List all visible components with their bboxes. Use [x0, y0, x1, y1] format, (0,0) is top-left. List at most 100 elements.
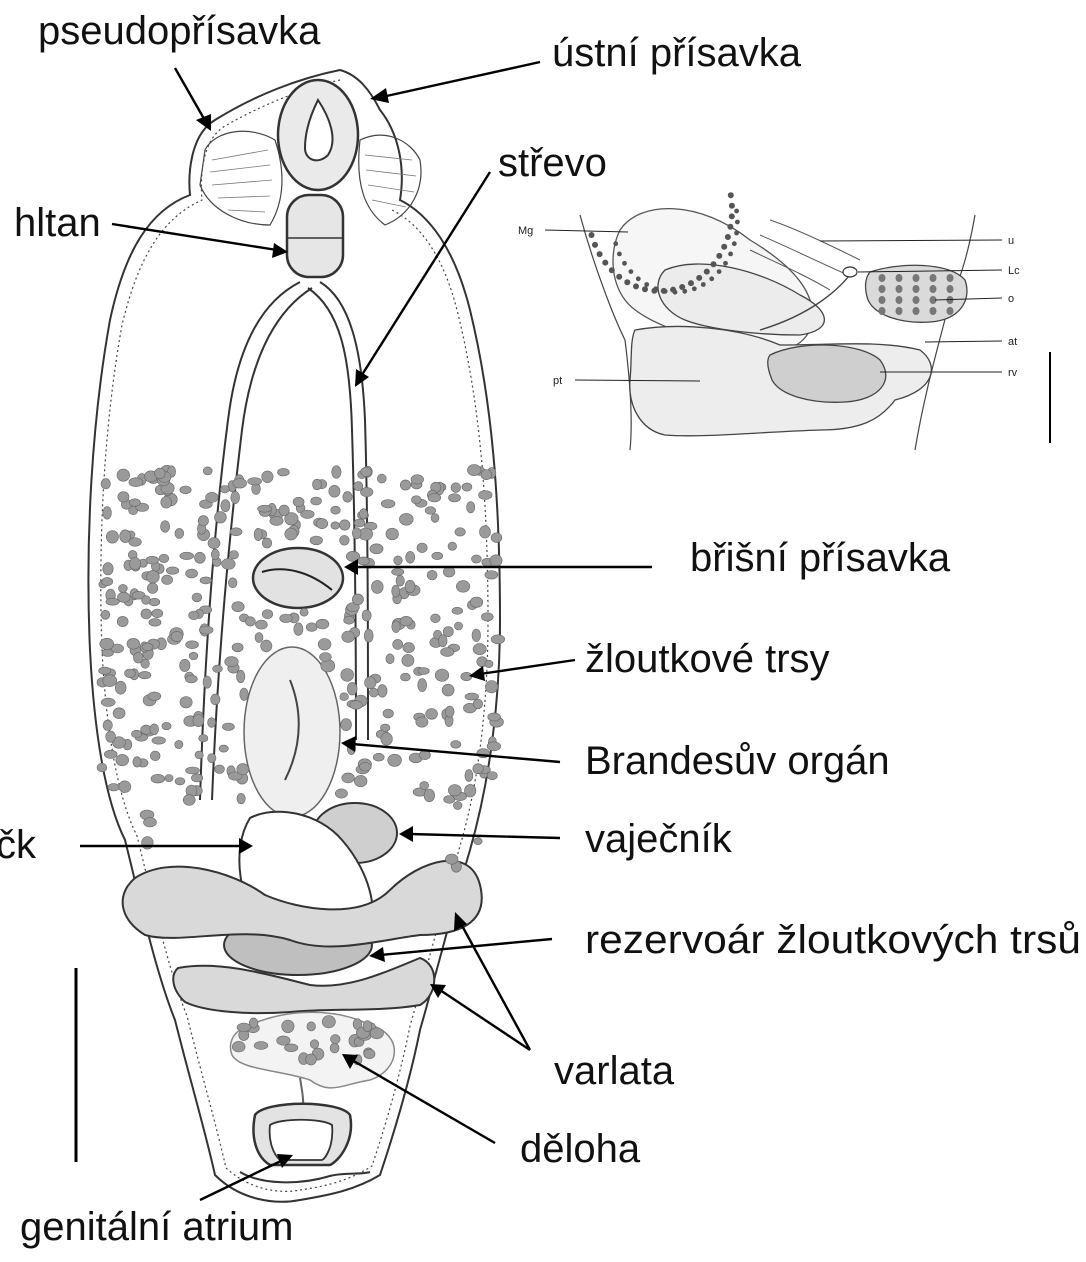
vitelline-follicle	[485, 660, 493, 667]
vitelline-follicle	[215, 765, 225, 774]
vitelline-follicle	[383, 709, 393, 718]
vitelline-follicle	[342, 773, 355, 783]
vitelline-follicle	[180, 697, 192, 708]
vitelline-follicle	[144, 818, 157, 827]
inset-follicle-dot	[721, 244, 727, 250]
vitelline-follicle	[104, 750, 117, 758]
vitelline-follicle	[340, 693, 349, 701]
vitelline-follicle	[193, 715, 204, 727]
vitelline-follicle	[420, 781, 429, 789]
inset-follicle-dot	[673, 290, 678, 295]
vitelline-follicle	[129, 538, 142, 547]
vitelline-follicle	[118, 592, 131, 602]
vitelline-follicle	[405, 580, 415, 593]
inset-follicle-dot	[727, 224, 733, 230]
vitelline-follicle	[354, 519, 365, 527]
vitelline-follicle	[331, 506, 341, 514]
vitelline-follicle	[354, 482, 363, 491]
vitelline-follicle	[99, 667, 111, 674]
inset-follicle-dot	[624, 279, 630, 285]
vitelline-follicle	[441, 648, 454, 657]
label-pharynx: hltan	[14, 201, 101, 245]
vitelline-follicle	[369, 688, 378, 697]
inset-detail: Mg u Lc o at rv pt	[518, 192, 1050, 450]
inset-follicle-dot	[602, 260, 608, 266]
vitelline-follicle	[455, 528, 465, 536]
inset-follicle-dot	[642, 286, 648, 292]
inset-follicle-dot	[696, 275, 702, 281]
vitelline-follicle	[262, 538, 272, 548]
vitelline-follicle	[142, 643, 153, 651]
vitelline-follicle	[425, 507, 436, 515]
inset-follicle-dot	[653, 286, 658, 291]
vitelline-follicle	[139, 671, 151, 678]
vitelline-follicle	[381, 733, 393, 746]
vitelline-follicle	[198, 516, 208, 526]
vitelline-follicle	[133, 652, 143, 663]
brandes-organ	[244, 647, 340, 817]
vitelline-follicle	[103, 563, 113, 575]
vitelline-follicle	[103, 720, 112, 730]
label-ovary: vaječník	[585, 817, 733, 861]
vitelline-follicle	[119, 584, 128, 592]
label-brandes-organ: Brandesův orgán	[585, 739, 890, 783]
vitelline-follicle	[361, 467, 372, 476]
vitelline-follicle	[371, 580, 383, 593]
ventral-sucker	[253, 548, 343, 608]
vitelline-follicle	[152, 609, 163, 618]
vitelline-follicle	[373, 753, 384, 761]
vitelline-follicle	[341, 719, 352, 731]
inset-ovary-cell	[913, 274, 920, 282]
inset-follicle-dot	[663, 289, 668, 294]
vitelline-follicle	[491, 533, 502, 543]
inset-follicle-dot	[682, 289, 687, 294]
vitelline-follicle	[490, 555, 502, 567]
vitelline-follicle	[133, 757, 141, 767]
inset-follicle-dot	[734, 209, 739, 214]
vitelline-follicle	[393, 639, 403, 649]
vitelline-follicle	[192, 593, 202, 602]
inset-follicle-dot	[636, 276, 641, 281]
vitelline-follicle	[261, 640, 272, 652]
inset-follicle-dot	[622, 261, 627, 266]
vitelline-follicle	[180, 659, 190, 671]
vitelline-follicle	[230, 528, 242, 536]
vitelline-follicle	[454, 622, 462, 630]
inset-ovary-cell	[879, 274, 886, 282]
vitelline-follicle	[208, 538, 220, 549]
vitelline-follicle	[392, 568, 404, 575]
vitelline-follicle	[118, 492, 129, 502]
vitelline-follicle	[206, 492, 219, 502]
vitelline-follicle	[237, 670, 245, 683]
vitelline-follicle	[432, 552, 443, 559]
vitelline-follicle	[306, 1054, 317, 1065]
vitelline-follicle	[199, 735, 208, 742]
inset-follicle-dot	[716, 253, 722, 259]
vitelline-follicle	[453, 801, 462, 809]
vitelline-follicle	[402, 654, 414, 666]
vitelline-follicle	[300, 608, 308, 616]
inset-follicle-dot	[717, 269, 722, 274]
inset-follicle-dot	[711, 261, 717, 267]
inset-ovary-cell	[896, 285, 903, 293]
inset-ovary-cell	[930, 285, 937, 293]
vitelline-follicle	[307, 1022, 316, 1031]
vitelline-follicle	[452, 607, 463, 614]
vitelline-follicle	[427, 570, 437, 580]
label-uterus: děloha	[520, 1127, 641, 1171]
vitelline-follicle	[151, 774, 165, 783]
vitelline-follicle	[352, 528, 361, 539]
vitelline-follicle	[488, 713, 501, 721]
vitelline-follicle	[115, 681, 126, 694]
vitelline-follicle	[451, 483, 461, 493]
vitelline-follicle	[418, 679, 427, 692]
vitelline-follicle	[470, 597, 483, 607]
vitelline-follicle	[418, 668, 429, 675]
vitelline-follicle	[186, 641, 199, 649]
vitelline-follicle	[102, 577, 113, 585]
vitelline-follicle	[442, 684, 454, 696]
vitelline-follicle	[320, 653, 332, 662]
vitelline-follicle	[125, 669, 136, 678]
vitelline-follicle	[392, 621, 400, 633]
label-genital-atrium: genitální atrium	[20, 1205, 293, 1249]
